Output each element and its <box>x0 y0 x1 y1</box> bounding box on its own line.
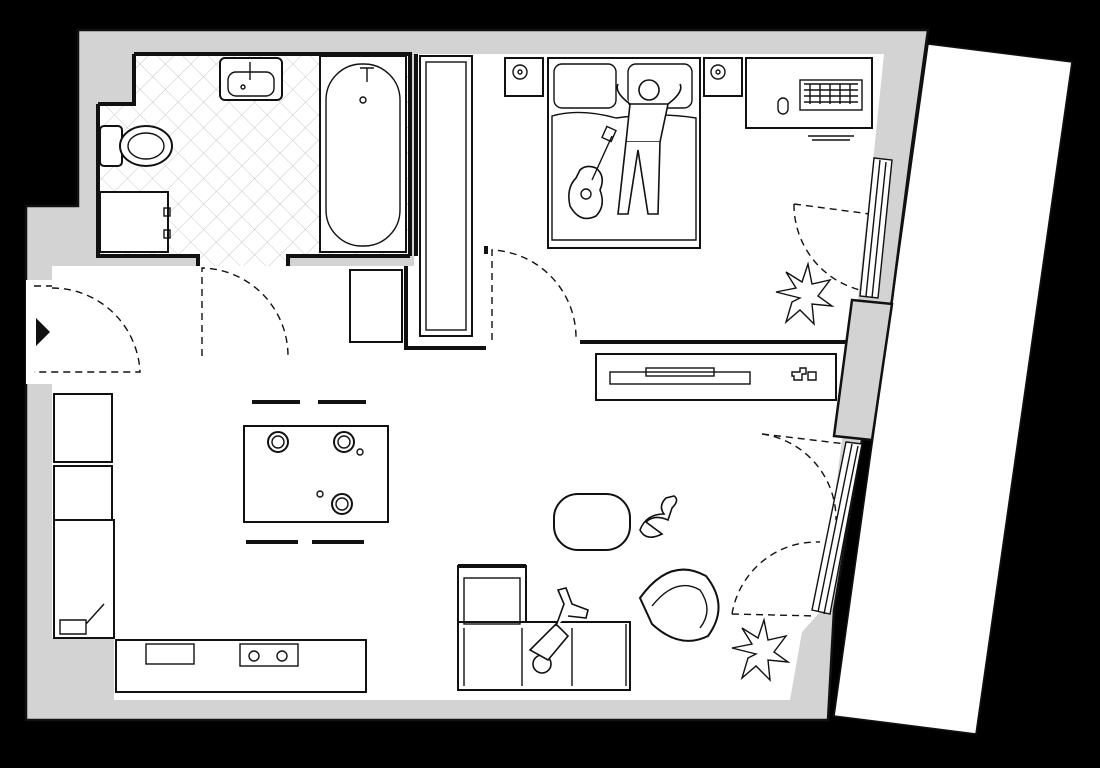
nightstand-left <box>504 57 544 97</box>
kitchen-counter-left <box>53 393 115 639</box>
entrance-marker <box>36 318 50 346</box>
bathtub <box>319 55 407 253</box>
hall-cabinet <box>349 269 403 343</box>
toilet <box>99 125 173 167</box>
person-on-sofa <box>528 587 589 674</box>
sofa <box>457 564 631 691</box>
person-on-bed <box>616 79 682 215</box>
entrance-door[interactable] <box>34 285 141 373</box>
armchair <box>638 568 720 642</box>
kitchen-counter-bottom <box>115 639 367 693</box>
dog-icon <box>639 495 678 538</box>
ottoman <box>553 493 631 551</box>
bathroom-walls <box>96 52 412 266</box>
bedroom-balcony-door[interactable] <box>793 203 871 291</box>
nightstand-right <box>703 57 743 97</box>
balcony <box>833 43 1073 735</box>
wardrobe <box>419 55 473 337</box>
living-balcony-door-upper[interactable] <box>761 433 847 521</box>
bedroom-partitions <box>404 54 846 350</box>
washing-machine <box>99 191 171 253</box>
plant-icon <box>775 261 835 326</box>
desk <box>745 57 873 141</box>
washbasin <box>219 57 283 101</box>
living-balcony-door-lower[interactable] <box>731 541 821 617</box>
guitar-icon <box>568 125 617 220</box>
dining-table <box>243 400 389 544</box>
bathroom-door[interactable] <box>201 267 289 357</box>
wall-pier <box>832 298 894 442</box>
plant-icon <box>731 617 791 682</box>
bedroom-door[interactable] <box>491 249 577 341</box>
window-bedroom <box>859 157 893 299</box>
tv-console <box>595 353 837 401</box>
